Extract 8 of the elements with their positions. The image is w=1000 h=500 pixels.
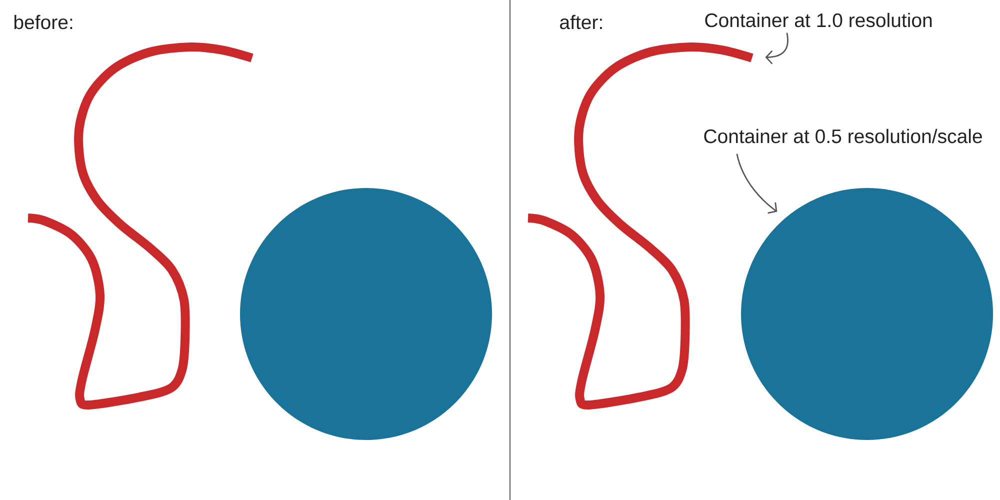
circle <box>741 188 994 440</box>
callout-text: Container at 1.0 resolution <box>705 12 932 28</box>
circle <box>240 188 492 440</box>
callout-text: Container at 0.5 resolution/scale <box>704 128 982 144</box>
curve <box>28 42 254 410</box>
leader-arrow <box>765 32 788 64</box>
panel-label: before: <box>14 14 72 30</box>
leader-arrow <box>736 154 778 214</box>
